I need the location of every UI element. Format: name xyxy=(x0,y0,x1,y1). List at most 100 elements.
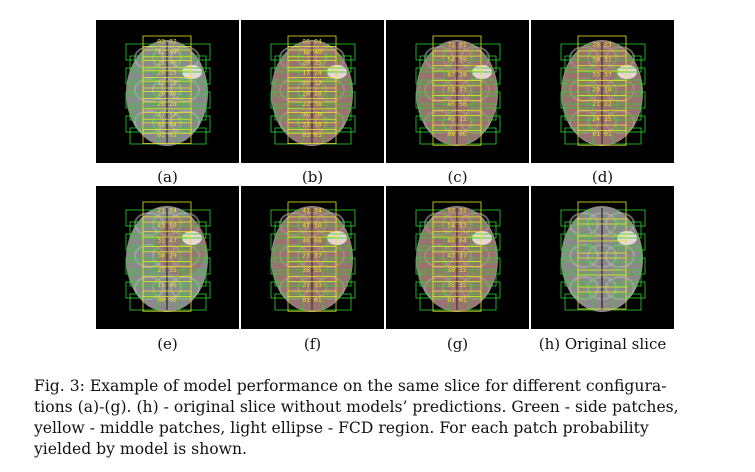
side-patch xyxy=(467,79,497,97)
caption-line-4: yielded by model is shown. xyxy=(34,440,247,458)
side-patch xyxy=(129,55,159,73)
gyrus-texture xyxy=(424,110,454,134)
patch-probability-label: 21 16 xyxy=(302,121,322,129)
side-patch xyxy=(560,209,590,227)
middle-patch xyxy=(287,108,337,124)
side-patch xyxy=(125,67,155,85)
side-patch xyxy=(415,233,445,251)
patch-probability-label: 16 49 xyxy=(302,48,322,56)
side-patch xyxy=(471,257,501,275)
side-patch xyxy=(415,257,445,275)
side-patch xyxy=(616,67,646,85)
side-patch xyxy=(467,55,497,73)
side-patch xyxy=(274,55,304,73)
side-patch xyxy=(467,103,497,121)
side-patch xyxy=(326,115,356,133)
gyrus-texture xyxy=(134,276,164,300)
patch-probability-label: 27 17 xyxy=(157,110,177,118)
gyrus-texture xyxy=(424,46,454,70)
gyrus-texture xyxy=(460,276,490,300)
side-patch xyxy=(322,103,352,121)
side-patch xyxy=(612,245,642,263)
brain-slice-image xyxy=(560,201,646,312)
side-patch xyxy=(564,245,594,263)
side-patch xyxy=(181,67,211,85)
side-patch xyxy=(125,233,155,251)
patch-probability-label: 03 03 xyxy=(302,131,322,139)
panel-label-d: (d) xyxy=(591,168,614,186)
patch-probability-label: 29 12 xyxy=(302,79,322,87)
side-patch xyxy=(560,233,590,251)
side-patch xyxy=(326,209,356,227)
patch-probability-label: 20 28 xyxy=(302,90,322,98)
middle-patch xyxy=(432,35,482,57)
side-patch xyxy=(322,245,352,263)
middle-patch xyxy=(287,77,337,92)
side-patch xyxy=(274,269,304,287)
side-patch xyxy=(419,245,449,263)
side-patch xyxy=(270,233,300,251)
patch-probability-label: 36 20 xyxy=(302,110,322,118)
side-patch xyxy=(612,55,642,73)
side-patch xyxy=(616,43,646,61)
middle-patch xyxy=(432,275,482,297)
gyrus-texture xyxy=(605,244,635,268)
gyrus-texture xyxy=(134,212,164,236)
patch-probability-label: 01 01 xyxy=(447,296,467,304)
patch-probability-label: 20 06 xyxy=(157,90,177,98)
middle-patch xyxy=(432,80,482,102)
middle-patch xyxy=(142,261,192,282)
middle-patch xyxy=(432,65,482,87)
panel-label-a: (a) xyxy=(157,168,178,186)
patch-probability-label: 87 28 xyxy=(447,70,467,78)
gyrus-texture xyxy=(170,276,200,300)
gyrus-texture xyxy=(134,46,164,70)
patch-probability-label: 01 01 xyxy=(302,296,322,304)
panel-label-e: (e) xyxy=(157,335,178,353)
side-patch xyxy=(616,281,646,299)
patch-probability-label: 54 53 xyxy=(447,222,467,230)
side-patch xyxy=(181,209,211,227)
gyrus-texture xyxy=(569,46,599,70)
side-patch xyxy=(419,127,449,145)
patch-probability-label: 20 15 xyxy=(157,69,177,77)
patch-probability-label: 45 12 xyxy=(447,115,467,123)
gyrus-texture xyxy=(134,78,164,102)
patch-probability-label: 30 29 xyxy=(157,251,177,259)
middle-patch xyxy=(432,246,482,268)
patch-probability-label: 54 59 xyxy=(447,56,467,64)
figure-caption: Fig. 3: Example of model performance on … xyxy=(34,376,724,460)
middle-patch xyxy=(142,108,192,124)
side-patch xyxy=(471,115,501,133)
middle-patch xyxy=(577,35,627,57)
patch-probability-label: 17 24 xyxy=(302,69,322,77)
side-patch xyxy=(274,103,304,121)
middle-patch xyxy=(287,275,337,297)
gyrus-texture xyxy=(569,276,599,300)
side-patch xyxy=(467,221,497,239)
side-patch xyxy=(326,257,356,275)
patch-probability-label: 41 34 xyxy=(302,207,322,215)
patch-probability-label: 20 28 xyxy=(157,100,177,108)
middle-patch xyxy=(142,275,192,297)
side-patch xyxy=(322,293,352,311)
middle-patch xyxy=(142,66,192,82)
side-patch xyxy=(560,257,590,275)
patch-probability-label: 22 38 xyxy=(302,100,322,108)
gyrus-texture xyxy=(569,244,599,268)
side-patch xyxy=(560,67,590,85)
side-patch xyxy=(467,293,497,311)
side-patch xyxy=(270,43,300,61)
side-patch xyxy=(415,209,445,227)
patch-probability-label: 30 32 xyxy=(447,266,467,274)
side-patch xyxy=(564,79,594,97)
patch-probability-label: 15 06 xyxy=(157,281,177,289)
middle-patch xyxy=(142,77,192,92)
patch-probability-label: 00 00 xyxy=(447,130,467,138)
middle-patch xyxy=(287,261,337,282)
